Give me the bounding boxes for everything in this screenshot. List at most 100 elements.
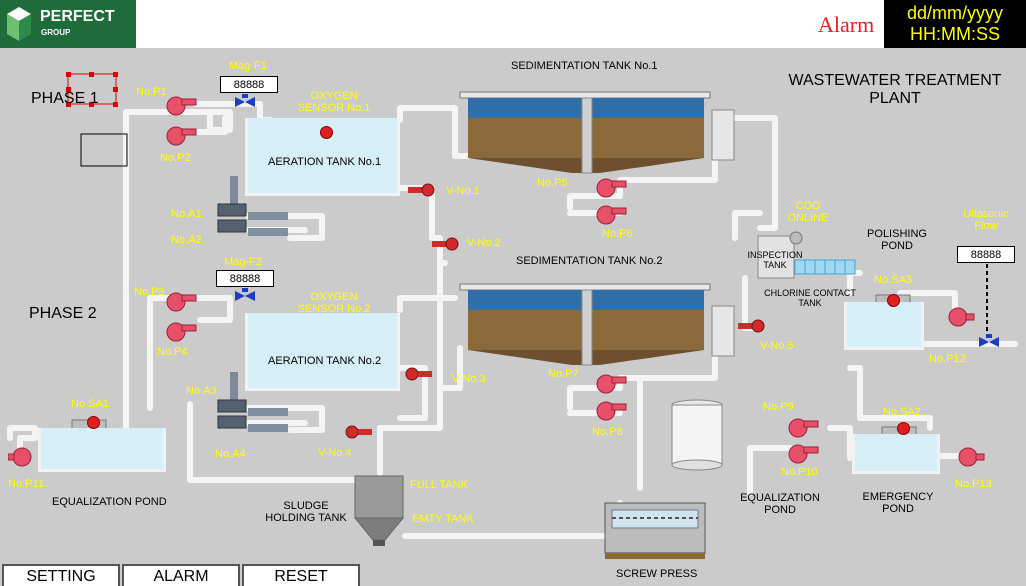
pump-p4-label: No.P4 xyxy=(157,346,188,358)
pump-p1-label: No.P1 xyxy=(136,86,167,98)
pump-p3-icon[interactable] xyxy=(166,292,198,312)
equalization-pond-1[interactable] xyxy=(38,416,166,472)
emergency-pond[interactable] xyxy=(852,422,940,474)
valve-ultrasonic-icon[interactable] xyxy=(978,334,1000,350)
pump-p13-label: No.P13 xyxy=(955,478,992,490)
pump-p4-icon[interactable] xyxy=(166,322,198,342)
phase-1-label: PHASE 1 xyxy=(31,90,99,107)
valve-v3-icon[interactable] xyxy=(404,366,438,382)
pump-p10-label: No.P10 xyxy=(781,466,818,478)
oxygen-sensor-1-line2: SENSOR No.1 xyxy=(297,102,371,114)
blower-a3-label: No.A3 xyxy=(186,385,217,397)
mixer-sa2-indicator xyxy=(897,422,910,435)
mag-f2-label: Mag-F2 xyxy=(224,256,262,268)
inspection-line2: TANK xyxy=(763,260,787,270)
pump-p7-icon[interactable] xyxy=(596,374,628,394)
pump-p13-icon[interactable] xyxy=(954,446,986,468)
alarm-button[interactable]: ALARM xyxy=(122,564,240,586)
aeration-tank-2[interactable]: AERATION TANK No.2 xyxy=(245,313,400,391)
logo-cube-icon xyxy=(7,7,31,41)
mag-f2-value[interactable]: 88888 xyxy=(216,270,274,287)
alarm-indicator-text: Alarm xyxy=(818,12,875,37)
chlorine-tank-shape xyxy=(794,259,856,275)
plant-title-line2: PLANT xyxy=(869,90,921,107)
equalization-2-line2: POND xyxy=(764,504,796,516)
reset-button[interactable]: RESET xyxy=(242,564,360,586)
mixer-sa1-label: No.SA1 xyxy=(71,398,109,410)
selection-handle[interactable] xyxy=(113,87,118,92)
time-text: HH:MM:SS xyxy=(910,24,1000,44)
valve-v3-label: V-No.3 xyxy=(452,373,486,385)
plant-title: WASTEWATER TREATMENT PLANT xyxy=(770,72,1020,108)
pump-p3-label: No.P3 xyxy=(134,286,165,298)
mag-f1-value[interactable]: 88888 xyxy=(220,76,278,93)
oxygen-sensor-2-line2: SENSOR No.2 xyxy=(297,303,371,315)
process-diagram: WASTEWATER TREATMENT PLANT PHASE 1 PHASE… xyxy=(0,48,1026,586)
equalization-pond-2-label: EQUALIZATION POND xyxy=(740,492,820,516)
sludge-line2: HOLDING TANK xyxy=(265,512,347,524)
cod-line2: ONLINE xyxy=(787,212,829,224)
ultrasonic-label-line2: Flow xyxy=(974,220,998,232)
oxygen-sensor-1-label: OXYGEN SENSOR No.1 xyxy=(284,90,384,114)
aeration-tank-1-label: AERATION TANK No.1 xyxy=(268,156,382,168)
selection-handle[interactable] xyxy=(66,72,71,77)
sludge-line1: SLUDGE xyxy=(283,500,329,512)
valve-mag-f2-icon[interactable] xyxy=(234,288,256,304)
phase-2-label: PHASE 2 xyxy=(29,305,97,322)
mixer-sa1-indicator xyxy=(87,416,100,429)
ultrasonic-value[interactable]: 88888 xyxy=(957,246,1015,263)
selection-handle[interactable] xyxy=(113,102,118,107)
emergency-line1: EMERGENCY xyxy=(862,491,934,503)
pump-p5-label: No.P5 xyxy=(537,177,568,189)
polishing-pond[interactable] xyxy=(844,294,924,350)
valve-v1-icon[interactable] xyxy=(408,182,442,198)
selection-handle[interactable] xyxy=(89,102,94,107)
empty-tank-label: EMTY TANK xyxy=(412,513,474,525)
pump-p6-icon[interactable] xyxy=(596,205,628,225)
selection-handle[interactable] xyxy=(113,72,118,77)
pump-p7-label: No.P7 xyxy=(548,368,579,380)
valve-v4-icon[interactable] xyxy=(344,424,378,440)
valve-v5-label: V-No.5 xyxy=(760,340,794,352)
header-bar: PERFECT GROUP Alarm dd/mm/yyyy HH:MM:SS xyxy=(0,0,1026,48)
empty-placeholder-box xyxy=(80,133,128,167)
pump-p5-icon[interactable] xyxy=(596,178,628,198)
selection-handle[interactable] xyxy=(66,102,71,107)
mixer-sa3-indicator xyxy=(887,294,900,307)
brand-name: PERFECT xyxy=(40,8,115,25)
pump-p6-label: No.P6 xyxy=(602,228,633,240)
aeration-tank-1[interactable]: AERATION TANK No.1 xyxy=(245,118,400,196)
pump-p10-icon[interactable] xyxy=(788,444,820,464)
selection-handle[interactable] xyxy=(66,87,71,92)
valve-v2-icon[interactable] xyxy=(432,236,466,252)
screw-press-label: SCREW PRESS xyxy=(616,568,698,580)
blower-a2-label: No.A2 xyxy=(171,234,202,246)
brand-sub: GROUP xyxy=(41,28,71,37)
full-tank-label: FULL TANK xyxy=(410,479,468,491)
pump-p11-icon[interactable] xyxy=(8,446,40,468)
valve-v4-label: V-No.4 xyxy=(318,447,352,459)
pump-p2-label: No.P2 xyxy=(160,152,191,164)
sludge-tank-shape xyxy=(353,475,405,546)
inspection-tank-label: INSPECTION TANK xyxy=(740,250,810,270)
oxygen-sensor-2-label: OXYGEN SENSOR No.2 xyxy=(284,291,384,315)
pump-p9-label: No.P9 xyxy=(763,401,794,413)
polishing-pond-label: POLISHING POND xyxy=(857,228,937,252)
pump-p9-icon[interactable] xyxy=(788,418,820,438)
pump-p8-icon[interactable] xyxy=(596,401,628,421)
inspection-tank-shape xyxy=(757,231,803,279)
pump-p12-icon[interactable] xyxy=(944,306,976,328)
blower-group-1 xyxy=(217,176,288,236)
valve-v5-icon[interactable] xyxy=(738,318,772,334)
setting-button[interactable]: SETTING xyxy=(2,564,120,586)
pump-p2-icon[interactable] xyxy=(166,126,198,146)
ultrasonic-label: Ultasonic Flow xyxy=(955,208,1017,232)
selection-handle[interactable] xyxy=(89,72,94,77)
sedimentation-tank-2-label: SEDIMENTATION TANK No.2 xyxy=(516,255,663,267)
chlorine-contact-tank-label: CHLORINE CONTACT TANK xyxy=(752,288,868,308)
polishing-line2: POND xyxy=(881,240,913,252)
chlorine-line2: TANK xyxy=(798,298,822,308)
date-time-display: dd/mm/yyyy HH:MM:SS xyxy=(884,0,1026,48)
valve-mag-f1-icon[interactable] xyxy=(234,94,256,110)
pump-p1-icon[interactable] xyxy=(166,96,198,116)
